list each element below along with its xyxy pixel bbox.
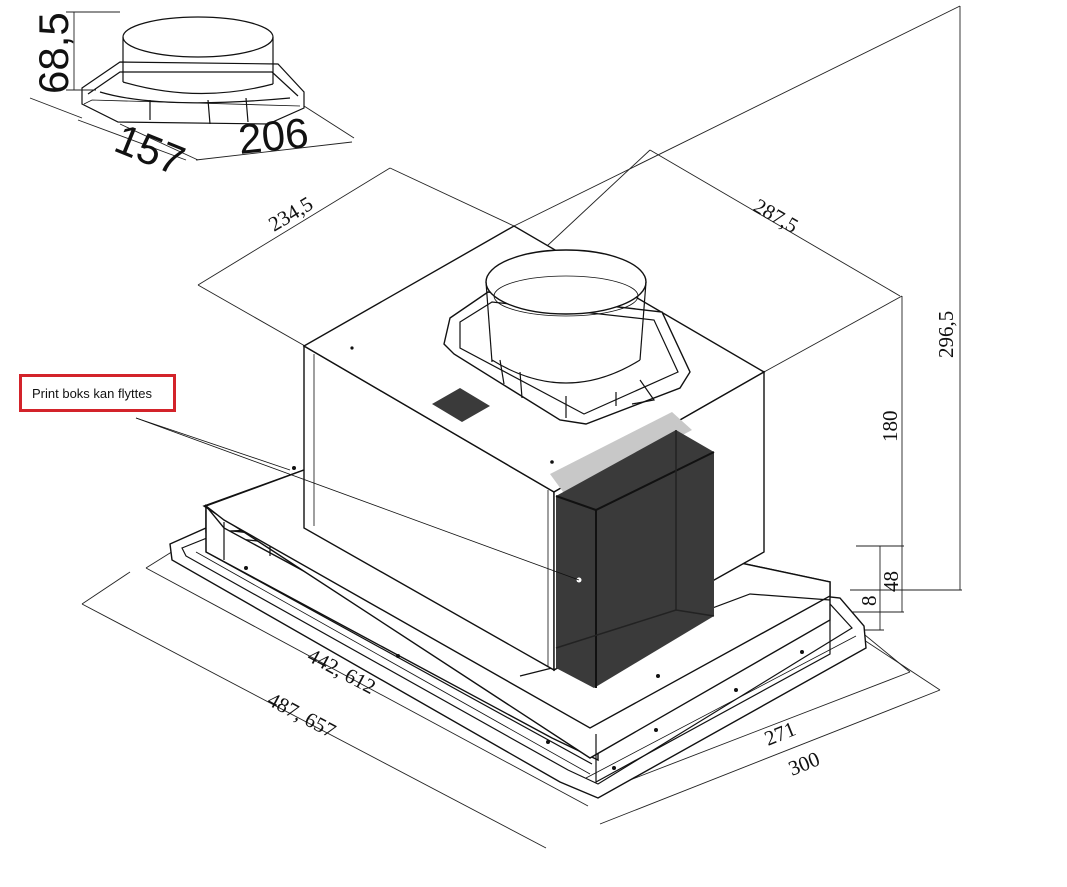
dimension-lines	[81, 5, 962, 849]
duct-adapter-detail	[29, 11, 355, 161]
callout-leaders	[135, 417, 580, 581]
dim-157: 157	[109, 115, 192, 185]
print-box	[550, 412, 715, 688]
dim-234-5: 234,5	[264, 191, 317, 236]
dim-206: 206	[236, 109, 311, 163]
duct-outlet	[443, 249, 691, 425]
print-box-callout: Print boks kan flyttes	[19, 374, 176, 412]
dim-296-5: 296,5	[934, 311, 958, 358]
dim-487-657: 487, 657	[264, 687, 340, 743]
dim-287-5: 287,5	[750, 194, 803, 238]
sensor-pad	[432, 388, 490, 422]
dim-68-5: 68,5	[30, 12, 77, 94]
dim-8: 8	[857, 596, 881, 607]
dim-300: 300	[785, 747, 823, 781]
dim-48: 48	[879, 571, 903, 592]
callout-text: Print boks kan flyttes	[32, 385, 152, 401]
dim-180: 180	[878, 411, 902, 443]
dim-271: 271	[761, 717, 799, 751]
